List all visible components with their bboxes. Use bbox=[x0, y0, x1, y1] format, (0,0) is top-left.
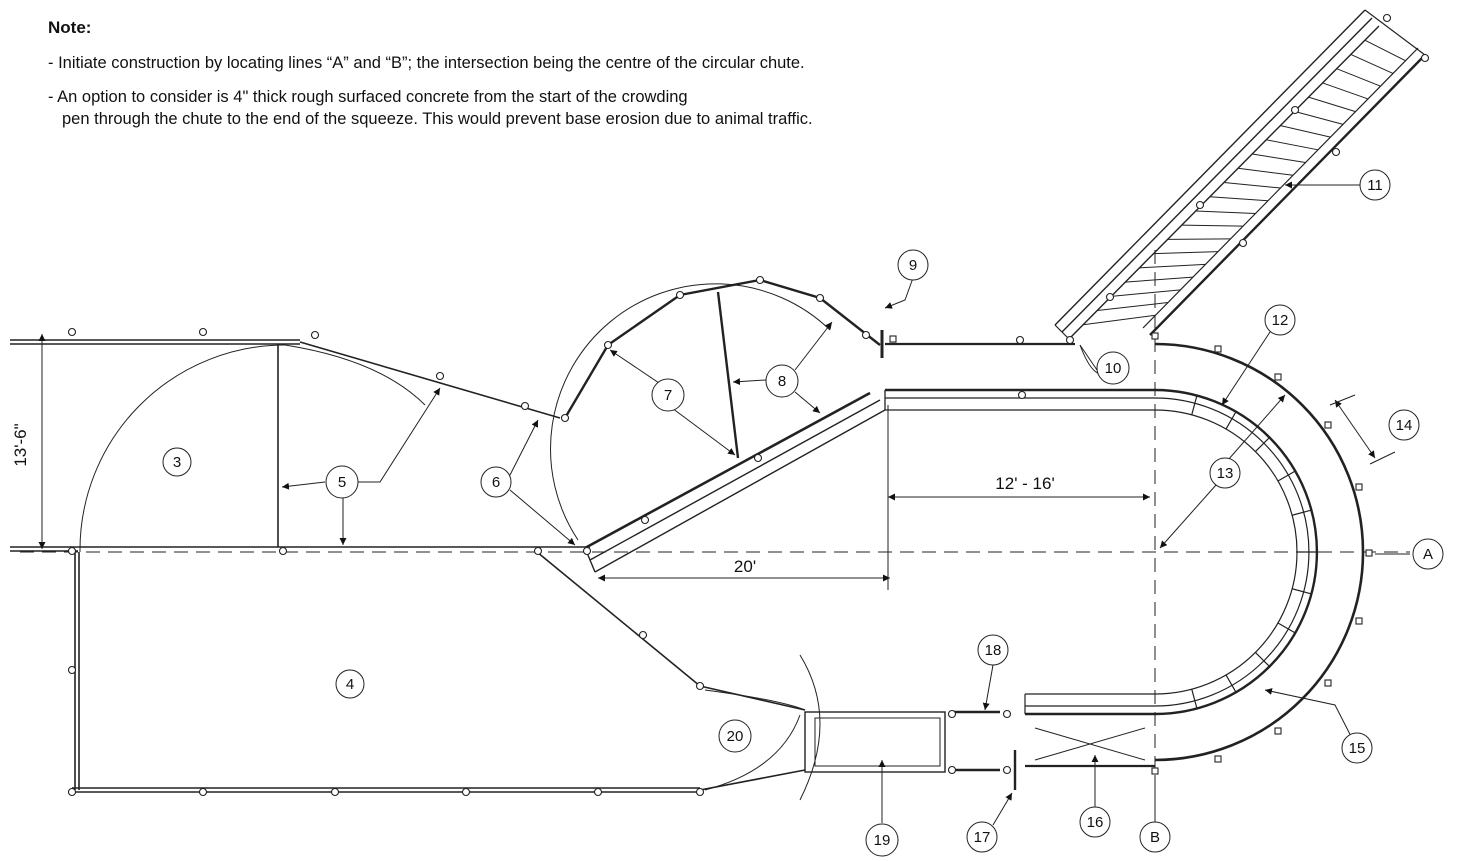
callout-3: 3 bbox=[162, 447, 192, 477]
callout-line-a: A bbox=[1412, 538, 1444, 570]
crowd-gate-arc bbox=[550, 283, 831, 541]
svg-text:11: 11 bbox=[1367, 177, 1383, 194]
chute-panel-divider bbox=[1277, 622, 1296, 634]
gate-swing-arc-20b bbox=[704, 689, 806, 711]
ramp-cleat bbox=[1083, 314, 1156, 326]
lead-up-alley bbox=[584, 391, 886, 573]
dimension-lines bbox=[38, 334, 1396, 590]
ramp-cleat bbox=[1252, 153, 1306, 164]
callout-19: 19 bbox=[865, 823, 899, 857]
dimension-chute-label: 12' - 16' bbox=[995, 474, 1054, 493]
callout-15: 15 bbox=[1341, 732, 1373, 764]
svg-text:7: 7 bbox=[664, 387, 672, 404]
note-line-2b: pen through the chute to the end of the … bbox=[62, 110, 813, 128]
svg-text:19: 19 bbox=[874, 832, 891, 849]
callout-11: 11 bbox=[1359, 169, 1391, 201]
ramp-cleat bbox=[1139, 263, 1206, 269]
chute-panel-divider bbox=[1292, 588, 1312, 595]
svg-text:B: B bbox=[1150, 829, 1160, 846]
callout-13: 13 bbox=[1209, 457, 1241, 489]
svg-text:20: 20 bbox=[727, 728, 744, 745]
fence-posts bbox=[67, 13, 1430, 797]
svg-text:A: A bbox=[1423, 546, 1433, 563]
ramp-cleat bbox=[1280, 125, 1331, 138]
notes-block: Note: - Initiate construction by locatin… bbox=[48, 18, 1048, 142]
ramp-cleat bbox=[1336, 68, 1381, 87]
svg-text:16: 16 bbox=[1087, 814, 1104, 831]
svg-text:15: 15 bbox=[1349, 740, 1366, 757]
callouts: 3 4 5 6 7 8 9 10 11 12 13 14 15 16 17 18… bbox=[162, 169, 1444, 857]
gate-swing-arc-5 bbox=[284, 344, 426, 406]
svg-text:4: 4 bbox=[346, 676, 354, 693]
pen-fences bbox=[10, 339, 806, 793]
callout-5: 5 bbox=[325, 465, 359, 499]
dimension-width-label: 13'-6" bbox=[11, 423, 30, 466]
callout-16: 16 bbox=[1079, 806, 1111, 838]
ramp-cleat bbox=[1238, 167, 1294, 176]
leader-lines bbox=[281, 181, 1410, 826]
ramp-cleat bbox=[1364, 39, 1406, 62]
svg-text:17: 17 bbox=[974, 829, 991, 846]
crowd-gate-radial bbox=[716, 291, 740, 459]
svg-text:8: 8 bbox=[778, 373, 786, 390]
svg-text:12: 12 bbox=[1272, 312, 1289, 329]
chute-panel-divider bbox=[1254, 651, 1270, 667]
callout-20: 20 bbox=[718, 719, 752, 753]
ramp-cleat bbox=[1350, 53, 1394, 74]
callout-6: 6 bbox=[480, 466, 512, 498]
svg-text:9: 9 bbox=[909, 257, 917, 274]
ramp-cleat bbox=[1153, 251, 1219, 255]
callout-10: 10 bbox=[1096, 351, 1130, 385]
callout-8: 8 bbox=[765, 364, 799, 398]
ramp-cleat bbox=[1308, 96, 1356, 113]
ramp-cleat bbox=[1167, 238, 1231, 240]
gate-swing-arc-20c bbox=[704, 714, 801, 791]
callout-12: 12 bbox=[1264, 304, 1296, 336]
curved-chute bbox=[1154, 342, 1365, 762]
gate-swing-arc-20 bbox=[799, 654, 821, 801]
note-line-2a: - An option to consider is 4" thick roug… bbox=[48, 88, 688, 106]
chute-panel-divider bbox=[1292, 509, 1312, 516]
ramp-cleats bbox=[1083, 39, 1406, 326]
ramp-cleat bbox=[1195, 210, 1256, 214]
svg-text:13: 13 bbox=[1217, 465, 1234, 482]
ramp-cleat bbox=[1294, 110, 1344, 125]
chute-panel-divider bbox=[1191, 395, 1198, 415]
ramp-cleat bbox=[1209, 196, 1269, 202]
svg-text:3: 3 bbox=[173, 454, 181, 471]
callout-14: 14 bbox=[1388, 409, 1420, 441]
note-title: Note: bbox=[48, 18, 92, 37]
crowding-tub-fence bbox=[563, 278, 881, 419]
gate-swing-arc-3 bbox=[79, 344, 286, 553]
chute-panel-divider bbox=[1225, 411, 1237, 430]
svg-text:5: 5 bbox=[338, 474, 346, 491]
callout-17: 17 bbox=[966, 821, 998, 853]
note-line-2: - An option to consider is 4" thick roug… bbox=[48, 86, 1048, 130]
ramp-cleat bbox=[1125, 276, 1194, 283]
chute-panel-divider bbox=[1225, 674, 1237, 693]
ramp-cleat bbox=[1097, 302, 1169, 312]
svg-text:6: 6 bbox=[492, 474, 500, 491]
callout-4: 4 bbox=[335, 669, 365, 699]
svg-text:14: 14 bbox=[1396, 417, 1413, 434]
callout-18: 18 bbox=[977, 634, 1009, 666]
callout-7: 7 bbox=[651, 378, 685, 412]
ramp-cleat bbox=[1322, 82, 1369, 100]
chute-panel-divider bbox=[1191, 689, 1198, 709]
ramp-cleat bbox=[1181, 224, 1244, 227]
bottom-chute bbox=[1024, 693, 1155, 768]
callout-line-b: B bbox=[1139, 821, 1171, 853]
svg-text:10: 10 bbox=[1105, 360, 1122, 377]
dimension-gate-label: 20' bbox=[734, 557, 756, 576]
callout-9: 9 bbox=[897, 249, 929, 281]
ramp-cleat bbox=[1223, 182, 1281, 189]
svg-text:18: 18 bbox=[985, 642, 1002, 659]
chute-panel-divider bbox=[1254, 437, 1270, 453]
chute-panel-divider bbox=[1277, 470, 1296, 482]
squeeze-area bbox=[804, 710, 1017, 790]
ramp-cleat bbox=[1266, 139, 1319, 151]
note-line-1: - Initiate construction by locating line… bbox=[48, 54, 805, 72]
ramp-cleat bbox=[1111, 289, 1181, 297]
